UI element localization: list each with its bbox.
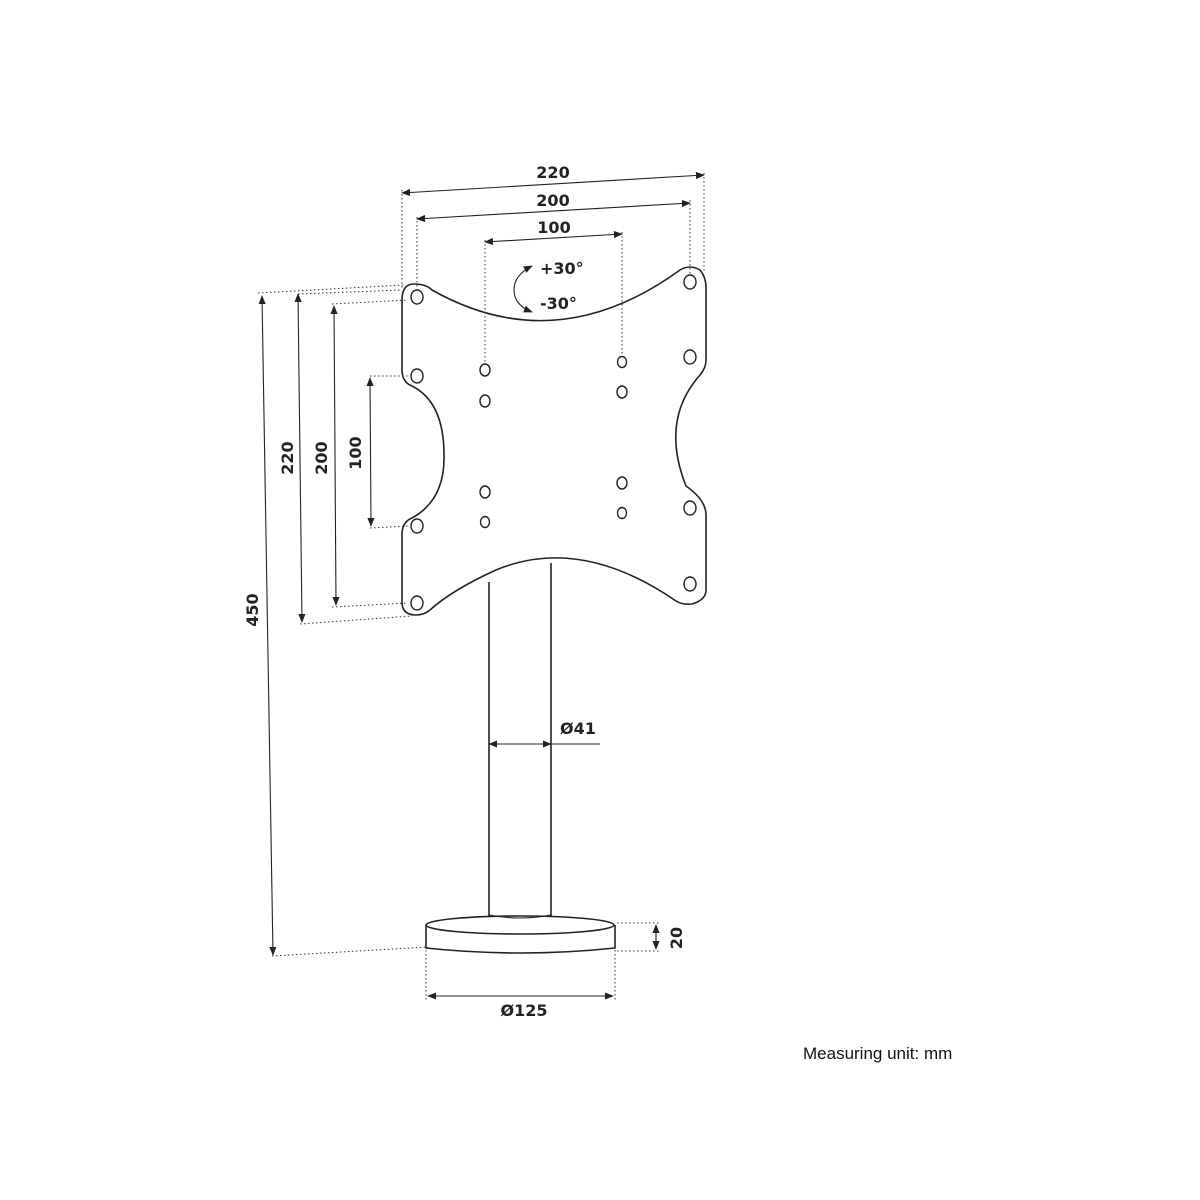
base-thickness-label: 20 bbox=[667, 927, 686, 949]
side-dimension-lines bbox=[257, 284, 429, 957]
top-width-mid-label: 200 bbox=[536, 191, 569, 210]
top-dimension-lines bbox=[401, 171, 705, 365]
rotation-minus-label: -30° bbox=[540, 294, 577, 313]
vesa-mounting-plate bbox=[401, 266, 707, 616]
round-base bbox=[425, 915, 616, 954]
base-diameter-label: Ø125 bbox=[501, 1001, 548, 1020]
total-height-label: 450 bbox=[243, 593, 262, 626]
side-height-inner-label: 100 bbox=[346, 436, 365, 469]
rotation-arrow-icon bbox=[513, 265, 533, 313]
top-width-inner-label: 100 bbox=[537, 218, 570, 237]
base-diameter-dimension bbox=[425, 950, 616, 1000]
rotation-plus-label: +30° bbox=[540, 259, 584, 278]
measuring-unit-note: Measuring unit: mm bbox=[803, 1044, 953, 1063]
pole-diameter-label: Ø41 bbox=[560, 719, 596, 738]
support-pole bbox=[488, 563, 552, 919]
side-height-outer-label: 220 bbox=[278, 441, 297, 474]
mounting-holes bbox=[410, 274, 697, 611]
base-thickness-dimension bbox=[617, 922, 660, 952]
side-height-mid-label: 200 bbox=[312, 441, 331, 474]
top-width-outer-label: 220 bbox=[536, 163, 569, 182]
